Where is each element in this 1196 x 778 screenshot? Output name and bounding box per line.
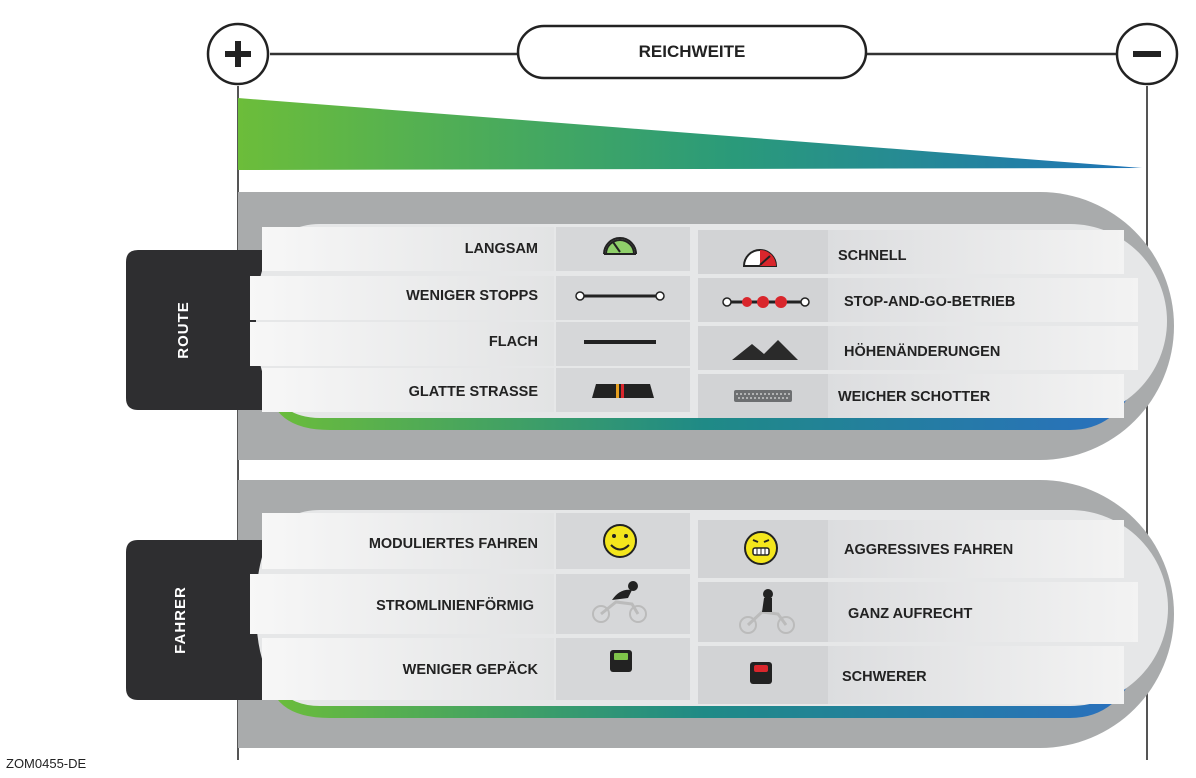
- route-right-label: WEICHER SCHOTTER: [838, 389, 991, 405]
- rider-right-label: SCHWERER: [842, 669, 927, 685]
- route-left-label: WENIGER STOPPS: [406, 288, 538, 304]
- fast-gauge-icon: [742, 249, 778, 267]
- rider-left-label: STROMLINIENFÖRMIG: [376, 598, 534, 614]
- light-scale-icon: [610, 650, 632, 672]
- route-tab-label: ROUTE: [175, 301, 192, 359]
- figure-code: ZOM0455-DE: [6, 756, 87, 771]
- few-stops-icon: [575, 291, 665, 301]
- rider-rows: [250, 513, 1138, 704]
- route-right-label: STOP-AND-GO-BETRIEB: [844, 294, 1016, 310]
- minus-circle-icon: [1115, 22, 1179, 86]
- mountains-icon: [732, 340, 798, 360]
- rider-right-label: AGGRESSIVES FAHREN: [844, 542, 1014, 558]
- route-left-label: FLACH: [488, 334, 538, 350]
- range-wedge: [238, 98, 1142, 170]
- happy-face-icon: [603, 524, 637, 558]
- plus-circle-icon: [206, 22, 270, 86]
- route-left-label: LANGSAM: [464, 241, 538, 257]
- rider-right-label: GANZ AUFRECHT: [848, 606, 973, 622]
- rider-left-label: MODULIERTES FAHREN: [368, 536, 538, 552]
- stop-and-go-icon: [722, 296, 810, 308]
- slow-gauge-icon: [603, 237, 637, 255]
- heavy-scale-icon: [750, 662, 772, 684]
- route-left-label: GLATTE STRASSE: [408, 384, 538, 400]
- rider-tab-label: FAHRER: [172, 586, 189, 654]
- route-right-label: SCHNELL: [838, 248, 907, 264]
- upright-rider-icon: [739, 589, 795, 634]
- rider-tab: [126, 540, 282, 700]
- route-right-label: HÖHENÄNDERUNGEN: [844, 344, 1001, 360]
- smooth-road-icon: [592, 384, 654, 398]
- title-pill: [516, 24, 868, 80]
- tucked-rider-icon: [592, 581, 647, 623]
- grimace-face-icon: [744, 531, 778, 565]
- route-tab: [126, 250, 282, 410]
- gravel-icon: [734, 390, 792, 402]
- range-title: REICHWEITE: [638, 42, 746, 61]
- rider-left-label: WENIGER GEPÄCK: [402, 662, 538, 678]
